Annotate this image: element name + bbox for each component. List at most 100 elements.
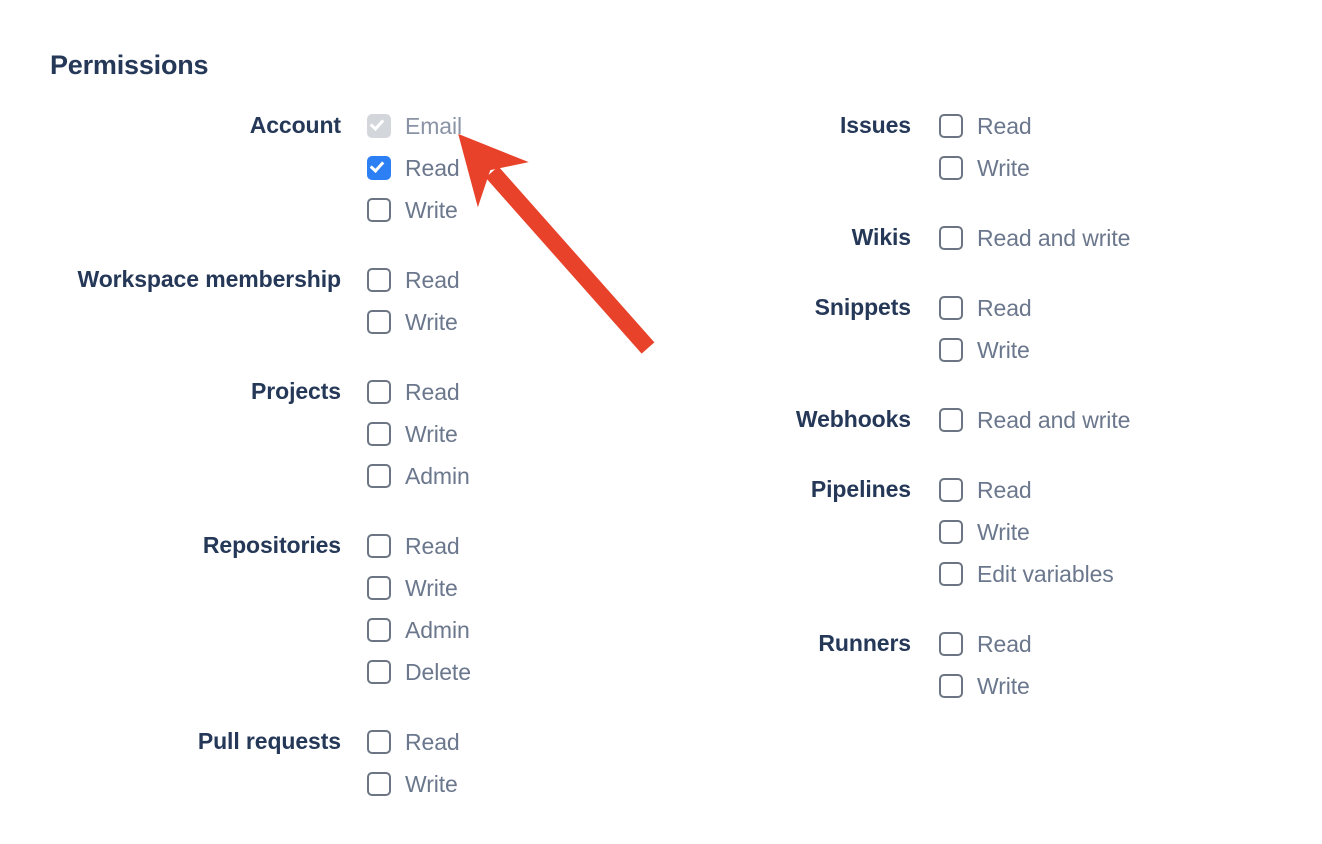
wikis-read-and-write-label: Read and write [977, 225, 1131, 251]
projects-read-checkbox[interactable] [367, 380, 391, 404]
pipelines-read-label: Read [977, 477, 1032, 503]
permission-group-label: Account [249, 112, 341, 138]
permission-option-projects-admin[interactable]: Admin [367, 455, 470, 497]
pipelines-edit-variables-checkbox[interactable] [939, 562, 963, 586]
issues-write-label: Write [977, 155, 1030, 181]
permission-group-label: Webhooks [795, 406, 911, 432]
permission-group-label: Pull requests [197, 728, 341, 754]
repositories-read-checkbox[interactable] [367, 534, 391, 558]
repositories-admin-checkbox[interactable] [367, 618, 391, 642]
snippets-write-checkbox[interactable] [939, 338, 963, 362]
permission-option-issues-write[interactable]: Write [939, 147, 1032, 189]
runners-write-label: Write [977, 673, 1030, 699]
permission-option-pipelines-write[interactable]: Write [939, 511, 1114, 553]
permission-option-pull-requests-read[interactable]: Read [367, 721, 460, 763]
permission-option-workspace-membership-read[interactable]: Read [367, 259, 460, 301]
workspace-membership-read-label: Read [405, 267, 460, 293]
check-icon [369, 157, 385, 174]
permission-option-repositories-admin[interactable]: Admin [367, 609, 471, 651]
issues-read-checkbox[interactable] [939, 114, 963, 138]
permission-option-pull-requests-write[interactable]: Write [367, 763, 460, 805]
issues-read-label: Read [977, 113, 1032, 139]
permission-group-label: Workspace membership [77, 266, 342, 292]
permission-option-repositories-write[interactable]: Write [367, 567, 471, 609]
repositories-delete-checkbox[interactable] [367, 660, 391, 684]
account-read-checkbox[interactable] [367, 156, 391, 180]
projects-admin-checkbox[interactable] [367, 464, 391, 488]
runners-write-checkbox[interactable] [939, 674, 963, 698]
snippets-read-label: Read [977, 295, 1032, 321]
permission-option-wikis-read-and-write[interactable]: Read and write [939, 217, 1130, 259]
permission-option-projects-write[interactable]: Write [367, 413, 470, 455]
projects-read-label: Read [405, 379, 460, 405]
permission-option-account-write[interactable]: Write [367, 189, 462, 231]
account-email-label: Email [405, 113, 463, 139]
permission-option-webhooks-read-and-write[interactable]: Read and write [939, 399, 1130, 441]
workspace-membership-write-label: Write [405, 309, 458, 335]
wikis-read-and-write-checkbox[interactable] [939, 226, 963, 250]
pull-requests-read-label: Read [405, 729, 460, 755]
pull-requests-write-label: Write [405, 771, 458, 797]
runners-read-checkbox[interactable] [939, 632, 963, 656]
check-icon [369, 115, 385, 132]
pipelines-write-label: Write [977, 519, 1030, 545]
page-title: Permissions [50, 50, 209, 80]
permission-option-repositories-read[interactable]: Read [367, 525, 471, 567]
pull-requests-read-checkbox[interactable] [367, 730, 391, 754]
permission-group-label: Repositories [202, 532, 341, 558]
permission-option-issues-read[interactable]: Read [939, 105, 1032, 147]
permission-option-runners-write[interactable]: Write [939, 665, 1032, 707]
permission-option-account-email[interactable]: Email [367, 105, 462, 147]
snippets-read-checkbox[interactable] [939, 296, 963, 320]
pull-requests-write-checkbox[interactable] [367, 772, 391, 796]
permission-option-account-read[interactable]: Read [367, 147, 462, 189]
permission-group-label: Runners [818, 630, 911, 656]
projects-write-checkbox[interactable] [367, 422, 391, 446]
permission-group-label: Snippets [814, 294, 911, 320]
permission-group-label: Projects [251, 378, 341, 404]
permission-option-workspace-membership-write[interactable]: Write [367, 301, 460, 343]
permission-group: Webhooks Read and write [600, 399, 1300, 441]
repositories-write-checkbox[interactable] [367, 576, 391, 600]
permission-options: Read and write [911, 399, 1130, 441]
pipelines-write-checkbox[interactable] [939, 520, 963, 544]
permission-option-runners-read[interactable]: Read [939, 623, 1032, 665]
permission-option-snippets-write[interactable]: Write [939, 329, 1032, 371]
workspace-membership-read-checkbox[interactable] [367, 268, 391, 292]
pipelines-read-checkbox[interactable] [939, 478, 963, 502]
account-write-checkbox[interactable] [367, 198, 391, 222]
webhooks-read-and-write-checkbox[interactable] [939, 408, 963, 432]
permission-group-label: Pipelines [810, 476, 911, 502]
workspace-membership-write-checkbox[interactable] [367, 310, 391, 334]
issues-write-checkbox[interactable] [939, 156, 963, 180]
runners-read-label: Read [977, 631, 1032, 657]
permission-group-label: Wikis [851, 224, 911, 250]
repositories-read-label: Read [405, 533, 460, 559]
webhooks-read-and-write-label: Read and write [977, 407, 1131, 433]
permission-option-pipelines-read[interactable]: Read [939, 469, 1114, 511]
account-write-label: Write [405, 197, 458, 223]
permission-group: Wikis Read and write [600, 217, 1300, 259]
permission-option-repositories-delete[interactable]: Delete [367, 651, 471, 693]
repositories-delete-label: Delete [405, 659, 471, 685]
permission-option-snippets-read[interactable]: Read [939, 287, 1032, 329]
permission-option-pipelines-edit-variables[interactable]: Edit variables [939, 553, 1114, 595]
permission-option-projects-read[interactable]: Read [367, 371, 470, 413]
